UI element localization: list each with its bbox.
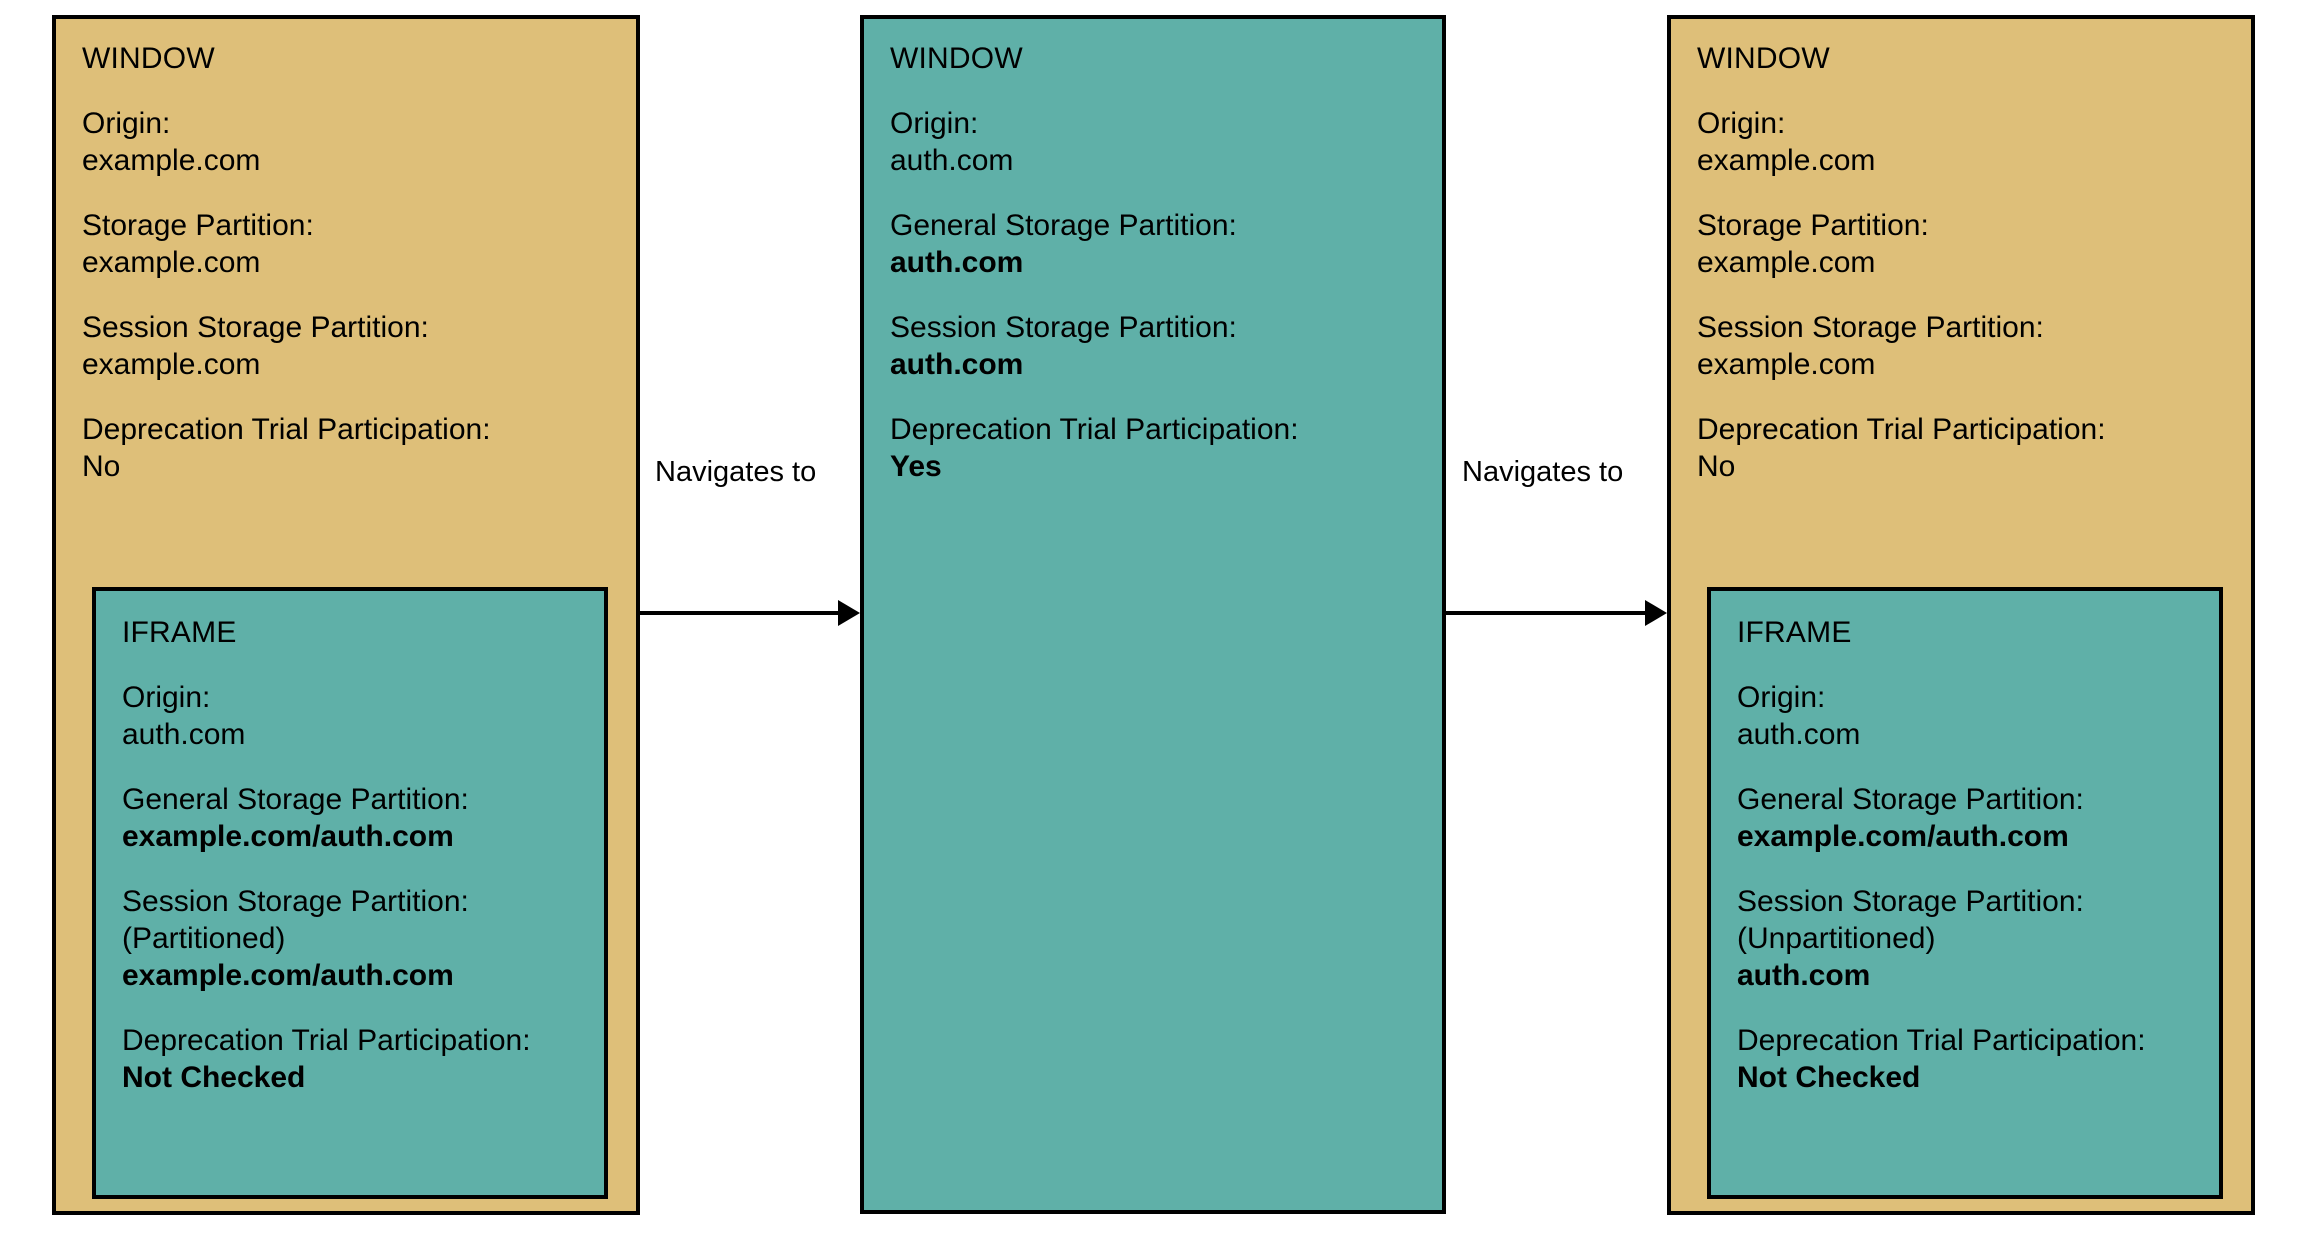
iframe-box-1: IFRAME Origin: auth.com General Storage … — [92, 587, 608, 1199]
field-general-storage-partition: General Storage Partition: auth.com — [890, 207, 1432, 281]
field-session-storage-partition: Session Storage Partition: example.com — [1697, 309, 2241, 383]
field-value: auth.com — [890, 246, 1024, 279]
field-session-storage-partition: Session Storage Partition: example.com — [82, 309, 626, 383]
node-title-iframe-3: IFRAME — [1737, 616, 1852, 649]
field-label: Origin: — [82, 107, 171, 140]
field-label: Origin: — [890, 107, 979, 140]
field-sublabel: (Unpartitioned) — [1737, 922, 1936, 955]
field-value: example.com/auth.com — [1737, 820, 2069, 853]
field-label: Deprecation Trial Participation: — [1737, 1024, 2146, 1057]
node-title-iframe-1: IFRAME — [122, 616, 237, 649]
field-value: No — [82, 450, 121, 483]
field-value: example.com — [1697, 144, 1876, 177]
field-storage-partition: Storage Partition: example.com — [82, 207, 626, 281]
field-origin: Origin: example.com — [82, 105, 626, 179]
field-deprecation-trial-participation: Deprecation Trial Participation: Yes — [890, 411, 1432, 485]
arrow-navigates-to-2 — [1446, 600, 1667, 626]
field-storage-partition: Storage Partition: example.com — [1697, 207, 2241, 281]
field-deprecation-trial-participation: Deprecation Trial Participation: No — [1697, 411, 2241, 485]
window-panel-1-body: WINDOW Origin: example.com Storage Parti… — [82, 41, 626, 485]
field-origin: Origin: auth.com — [1737, 679, 2211, 753]
field-label: Deprecation Trial Participation: — [1697, 413, 2106, 446]
field-label: Origin: — [1697, 107, 1786, 140]
field-value: Not Checked — [1737, 1061, 1921, 1094]
field-label: Origin: — [1737, 681, 1826, 714]
field-value: Yes — [890, 450, 942, 483]
field-general-storage-partition: General Storage Partition: example.com/a… — [122, 781, 596, 855]
field-label: Session Storage Partition: — [122, 885, 469, 918]
window-panel-2-body: WINDOW Origin: auth.com General Storage … — [890, 41, 1432, 485]
arrow-head-icon — [1645, 600, 1667, 626]
window-panel-2: WINDOW Origin: auth.com General Storage … — [860, 15, 1446, 1214]
node-title-window-1: WINDOW — [82, 42, 215, 75]
field-value: example.com — [1697, 246, 1876, 279]
field-session-storage-partition: Session Storage Partition: auth.com — [890, 309, 1432, 383]
field-label: Storage Partition: — [1697, 209, 1929, 242]
field-label: Storage Partition: — [82, 209, 314, 242]
field-label: Deprecation Trial Participation: — [122, 1024, 531, 1057]
arrow-navigates-to-1 — [640, 600, 860, 626]
field-general-storage-partition: General Storage Partition: example.com/a… — [1737, 781, 2211, 855]
field-deprecation-trial-participation: Deprecation Trial Participation: No — [82, 411, 626, 485]
field-label: Session Storage Partition: — [1697, 311, 2044, 344]
field-session-storage-partition: Session Storage Partition: (Partitioned)… — [122, 883, 596, 994]
window-panel-3: WINDOW Origin: example.com Storage Parti… — [1667, 15, 2255, 1215]
field-deprecation-trial-participation: Deprecation Trial Participation: Not Che… — [1737, 1022, 2211, 1096]
field-label: Session Storage Partition: — [890, 311, 1237, 344]
field-value: example.com/auth.com — [122, 820, 454, 853]
window-panel-1: WINDOW Origin: example.com Storage Parti… — [52, 15, 640, 1215]
arrow-label-navigates-to-2: Navigates to — [1462, 456, 1624, 488]
field-label: Origin: — [122, 681, 211, 714]
field-session-storage-partition: Session Storage Partition: (Unpartitione… — [1737, 883, 2211, 994]
field-value: example.com/auth.com — [122, 959, 454, 992]
field-label: General Storage Partition: — [890, 209, 1237, 242]
field-label: Deprecation Trial Participation: — [890, 413, 1299, 446]
field-sublabel: (Partitioned) — [122, 922, 286, 955]
field-origin: Origin: auth.com — [122, 679, 596, 753]
iframe-box-1-body: IFRAME Origin: auth.com General Storage … — [122, 615, 596, 1096]
field-value: No — [1697, 450, 1736, 483]
arrow-head-icon — [838, 600, 860, 626]
field-label: Session Storage Partition: — [1737, 885, 2084, 918]
field-value: auth.com — [890, 144, 1014, 177]
field-origin: Origin: example.com — [1697, 105, 2241, 179]
field-origin: Origin: auth.com — [890, 105, 1432, 179]
arrow-label-navigates-to-1: Navigates to — [655, 456, 817, 488]
field-value: example.com — [82, 144, 261, 177]
field-value: Not Checked — [122, 1061, 306, 1094]
field-label: General Storage Partition: — [1737, 783, 2084, 816]
iframe-box-3-body: IFRAME Origin: auth.com General Storage … — [1737, 615, 2211, 1096]
node-title-window-2: WINDOW — [890, 42, 1023, 75]
field-value: auth.com — [1737, 718, 1861, 751]
field-value: auth.com — [1737, 959, 1871, 992]
field-value: example.com — [1697, 348, 1876, 381]
field-value: auth.com — [122, 718, 246, 751]
field-value: example.com — [82, 246, 261, 279]
field-deprecation-trial-participation: Deprecation Trial Participation: Not Che… — [122, 1022, 596, 1096]
field-value: example.com — [82, 348, 261, 381]
field-label: General Storage Partition: — [122, 783, 469, 816]
field-value: auth.com — [890, 348, 1024, 381]
window-panel-3-body: WINDOW Origin: example.com Storage Parti… — [1697, 41, 2241, 485]
node-title-window-3: WINDOW — [1697, 42, 1830, 75]
field-label: Session Storage Partition: — [82, 311, 429, 344]
field-label: Deprecation Trial Participation: — [82, 413, 491, 446]
iframe-box-3: IFRAME Origin: auth.com General Storage … — [1707, 587, 2223, 1199]
